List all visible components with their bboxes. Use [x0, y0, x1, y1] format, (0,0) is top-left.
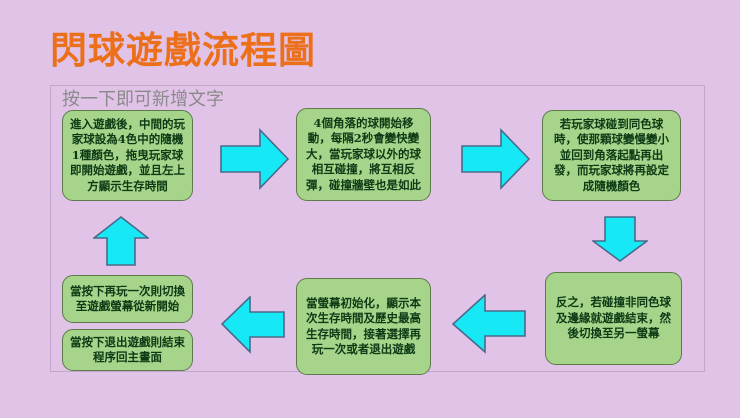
flow-node-label: 反之，若碰撞非同色球及邊緣就遊戲結束，然後切換至另一螢幕 [556, 295, 671, 341]
flow-node-corner-balls-move[interactable]: 4個角落的球開始移動，每隔2秒會變快變大，當玩家球以外的球相互碰撞，將互相反彈，… [296, 108, 431, 201]
placeholder-prompt-text[interactable]: 按一下即可新增文字 [62, 89, 224, 110]
arrow-down-icon [592, 216, 648, 262]
flow-node-quit-game[interactable]: 當按下退出遊戲則結束程序回主畫面 [62, 329, 193, 371]
arrow-up-icon [93, 216, 149, 266]
arrow-right-icon [220, 128, 289, 190]
flow-node-label: 當按下退出遊戲則結束程序回主畫面 [70, 334, 185, 365]
arrow-left-icon [452, 294, 526, 354]
flow-node-score-screen[interactable]: 當螢幕初始化，顯示本次生存時間及歷史最高生存時間，接著選擇再玩一次或者退出遊戲 [296, 278, 431, 375]
flow-node-enter-game[interactable]: 進入遊戲後，中間的玩家球設為4色中的隨機1種顏色，拖曳玩家球即開始遊戲，並且左上… [62, 110, 193, 201]
arrow-left-icon [221, 296, 285, 354]
flow-node-label: 當螢幕初始化，顯示本次生存時間及歷史最高生存時間，接著選擇再玩一次或者退出遊戲 [306, 295, 421, 357]
page-title: 閃球遊戲流程圖 [50, 28, 316, 72]
flow-node-play-again[interactable]: 當按下再玩一次則切換至遊戲螢幕從新開始 [62, 275, 193, 323]
flow-node-label: 進入遊戲後，中間的玩家球設為4色中的隨機1種顏色，拖曳玩家球即開始遊戲，並且左上… [70, 116, 185, 193]
arrow-right-icon [461, 128, 530, 190]
flow-node-label: 4個角落的球開始移動，每隔2秒會變快變大，當玩家球以外的球相互碰撞，將互相反彈，… [306, 115, 421, 192]
flow-node-label: 當按下再玩一次則切換至遊戲螢幕從新開始 [70, 283, 185, 314]
flow-node-label: 若玩家球碰到同色球時，使那顆球變慢變小並回到角落起點再出發，而玩家球將再設定成隨… [554, 116, 669, 193]
flow-node-game-over[interactable]: 反之，若碰撞非同色球及邊緣就遊戲結束，然後切換至另一螢幕 [545, 272, 682, 365]
flow-node-same-color-hit[interactable]: 若玩家球碰到同色球時，使那顆球變慢變小並回到角落起點再出發，而玩家球將再設定成隨… [542, 110, 681, 201]
